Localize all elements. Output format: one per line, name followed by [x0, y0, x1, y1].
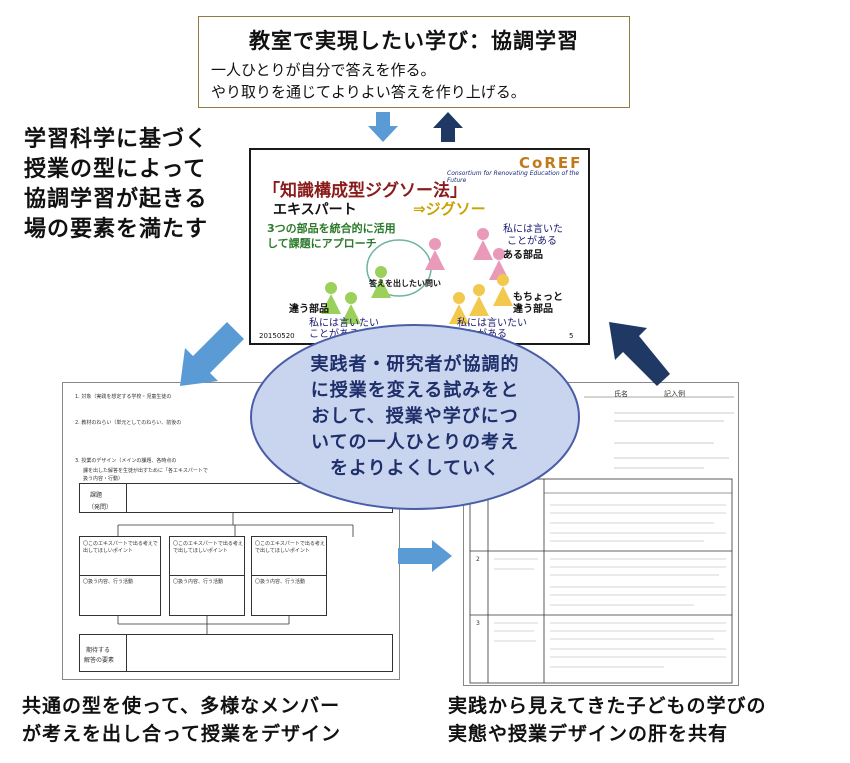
arrow-to-slide: [609, 322, 670, 386]
expected-answer-box: 期待する 解答の要素: [79, 634, 393, 672]
arrow-to-record: [398, 540, 452, 572]
task-label: 課題: [90, 492, 103, 499]
bottom-left-line-1: 共通の型を使って、多様なメンバー: [22, 695, 341, 717]
coref-logo: CoREF: [519, 154, 583, 172]
expert-box-a-text: 〇このエキスパートで出る考えで出してほしいポイント: [83, 541, 158, 554]
slide-desc-1: 3つの部品を統合的に活用: [267, 222, 396, 235]
jigsaw-slide: CoREF Consortium for Renovating Educatio…: [249, 148, 590, 345]
part-label: ある部品: [503, 250, 543, 261]
bottom-right-caption: 実践から見えてきた子どもの学びの 実態や授業デザインの肝を共有: [448, 692, 766, 748]
expert-box-c: 〇このエキスパートで出る考えで出してほしいポイント 〇扱う内容、行う活動: [251, 536, 327, 616]
doc-right-example: 記入例: [664, 390, 685, 398]
central-ellipse-shape: [250, 324, 580, 510]
expert-box-c-text: 〇このエキスパートで出る考えで出してほしいポイント: [255, 541, 325, 554]
left-line-4: 場の要素を満たす: [24, 217, 209, 242]
goal-line-2: やり取りを通じてよりよい答えを作り上げる。: [211, 83, 526, 101]
center-line-4: いての一人ひとりの考え: [311, 432, 519, 453]
yellow-figure-group: [449, 274, 513, 324]
center-line-1: 実践者・研究者が協調的: [310, 354, 520, 375]
slide-title: 「知識構成型ジグソー法」: [263, 181, 467, 201]
expert-box-a-activity: 〇扱う内容、行う活動: [83, 579, 134, 585]
bubble-left-2: ことがある: [309, 329, 359, 340]
slide-page-number: 5: [569, 332, 574, 340]
svg-text:3: 3: [476, 620, 480, 627]
slide-desc-2: して課題にアプローチ: [267, 237, 377, 250]
right-part-1: もちょっと: [513, 292, 563, 303]
expert-box-b-text: 〇このエキスパートで出る考えで出してほしいポイント: [173, 541, 243, 554]
expect-label-1: 期待する: [86, 647, 111, 654]
learning-goal-box: 教室で実現したい学び：協調学習 一人ひとりが自分で答えを作る。 やり取りを通じて…: [198, 16, 630, 108]
pink-figure-group: [425, 228, 509, 280]
doc-left-line-2: 2. 教材のねらい（単元としてのねらい、前後の: [75, 420, 182, 426]
doc-right-name: 氏名: [614, 390, 628, 398]
bottom-left-caption: 共通の型を使って、多様なメンバー が考えを出し合って授業をデザイン: [22, 692, 341, 748]
expect-label-2: 解答の要素: [84, 657, 115, 664]
bottom-right-line-2: 実態や授業デザインの肝を共有: [448, 723, 729, 745]
bubble-top-2: ことがある: [507, 236, 557, 247]
expert-box-b-activity: 〇扱う内容、行う活動: [173, 579, 224, 585]
top-arrows: [368, 112, 463, 142]
bottom-left-line-2: が考えを出し合って授業をデザイン: [22, 723, 342, 745]
up-arrow-dark: [433, 112, 463, 142]
task-sub: （発問）: [88, 504, 113, 511]
goal-title: 教室で実現したい学び：協調学習: [249, 29, 579, 53]
slide-expert: エキスパート: [273, 202, 357, 218]
bubble-left-1: 私には言いたい: [309, 318, 379, 329]
tree-connectors: [117, 513, 354, 537]
svg-text:2: 2: [476, 556, 480, 563]
left-part: 違う部品: [289, 304, 329, 315]
bubble-right-1: 私には言いたい: [457, 318, 527, 329]
expert-box-c-activity: 〇扱う内容、行う活動: [255, 579, 306, 585]
left-line-2: 授業の型によって: [24, 157, 207, 182]
bottom-right-line-1: 実践から見えてきた子どもの学びの: [448, 695, 767, 717]
central-message: 実践者・研究者が協調的 に授業を変える試みをと おして、授業や学びにつ いての一…: [247, 322, 583, 512]
center-line-5: をよりよくしていく: [329, 458, 501, 479]
center-line-3: おして、授業や学びにつ: [311, 406, 519, 427]
right-part-2: 違う部品: [513, 304, 553, 315]
doc-left-line-3: 3. 授業のデザイン（メインの課題、各時点の: [75, 458, 177, 464]
consortium-name: Consortium for Renovating Education of t…: [447, 170, 580, 184]
bubble-top-1: 私には言いた: [503, 224, 563, 235]
slide-date: 20150520: [259, 332, 295, 340]
jigsaw-figures: [321, 228, 513, 324]
tree-connectors-bottom: [117, 616, 290, 634]
doc-left-line-5: 扱う内容・行動）: [83, 476, 124, 482]
left-description: 学習科学に基づく 授業の型によって 協調学習が起きる 場の要素を満たす: [24, 125, 208, 245]
doc-right-table: 2 3: [469, 396, 734, 684]
green-figure-group: [321, 266, 391, 324]
doc-left-line-1: 1. 対象（実践を想定する学校・児童生徒の: [75, 394, 172, 400]
center-question: 答えを出したい問い: [369, 279, 441, 288]
arrow-to-design-sheet: [180, 322, 244, 386]
expert-box-a: 〇このエキスパートで出る考えで出してほしいポイント 〇扱う内容、行う活動: [79, 536, 161, 616]
left-line-3: 協調学習が起きる: [24, 187, 208, 212]
center-line-2: に授業を変える試みをと: [310, 380, 520, 401]
left-line-1: 学習科学に基づく: [24, 127, 209, 152]
expert-box-b: 〇このエキスパートで出る考えで出してほしいポイント 〇扱う内容、行う活動: [169, 536, 245, 616]
goal-line-1: 一人ひとりが自分で答えを作る。: [211, 61, 436, 79]
doc-left-line-4: 課を出した解答を生徒が出すために「各エキスパートで: [83, 468, 208, 474]
down-arrow-light: [368, 112, 398, 142]
slide-jigsaw: ⇒ジグソー: [413, 200, 486, 218]
